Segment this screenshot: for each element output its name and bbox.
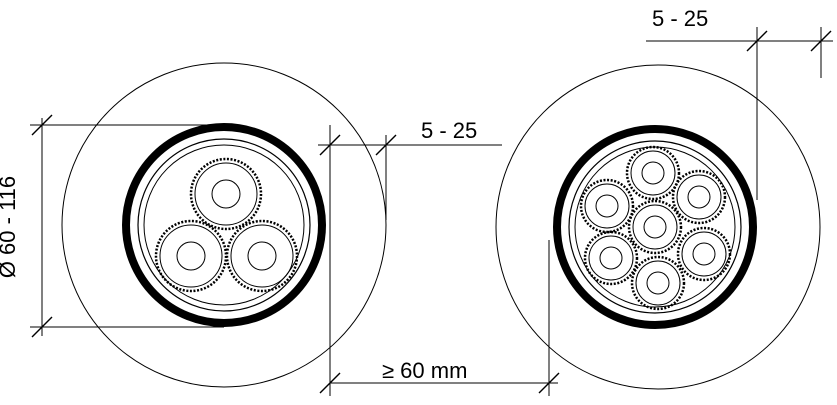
right-outer-circle	[495, 64, 821, 390]
dimension-label-diameter: Ø 60 - 116	[0, 175, 21, 278]
dimension-top-right	[646, 27, 833, 200]
left-cable-core	[189, 157, 263, 231]
right-cable-sheath	[553, 125, 757, 329]
right-cable-core	[676, 226, 732, 282]
right-cable-inner-ring	[568, 140, 742, 314]
left-cable	[61, 62, 387, 388]
right-cable-core	[579, 178, 635, 234]
left-cable-core	[225, 219, 299, 293]
left-cable-sheath	[122, 123, 326, 327]
dimension-bottom	[319, 240, 560, 396]
left-outer-circle	[61, 62, 387, 388]
left-cable-inner-ring	[137, 138, 311, 312]
right-cable-core	[625, 145, 681, 201]
right-cable-core	[583, 230, 639, 286]
right-cable-core	[627, 199, 683, 255]
left-cable-bedding	[143, 144, 305, 306]
dimension-label-middle: 5 - 25	[421, 118, 478, 143]
dimension-label-top-right: 5 - 25	[652, 6, 709, 31]
dimension-diameter	[30, 114, 224, 338]
right-cable-core	[671, 169, 727, 225]
dimension-label-bottom: ≥ 60 mm	[382, 358, 468, 383]
right-cable-core	[630, 255, 686, 311]
dimension-middle	[318, 125, 502, 396]
right-cable	[495, 64, 821, 390]
